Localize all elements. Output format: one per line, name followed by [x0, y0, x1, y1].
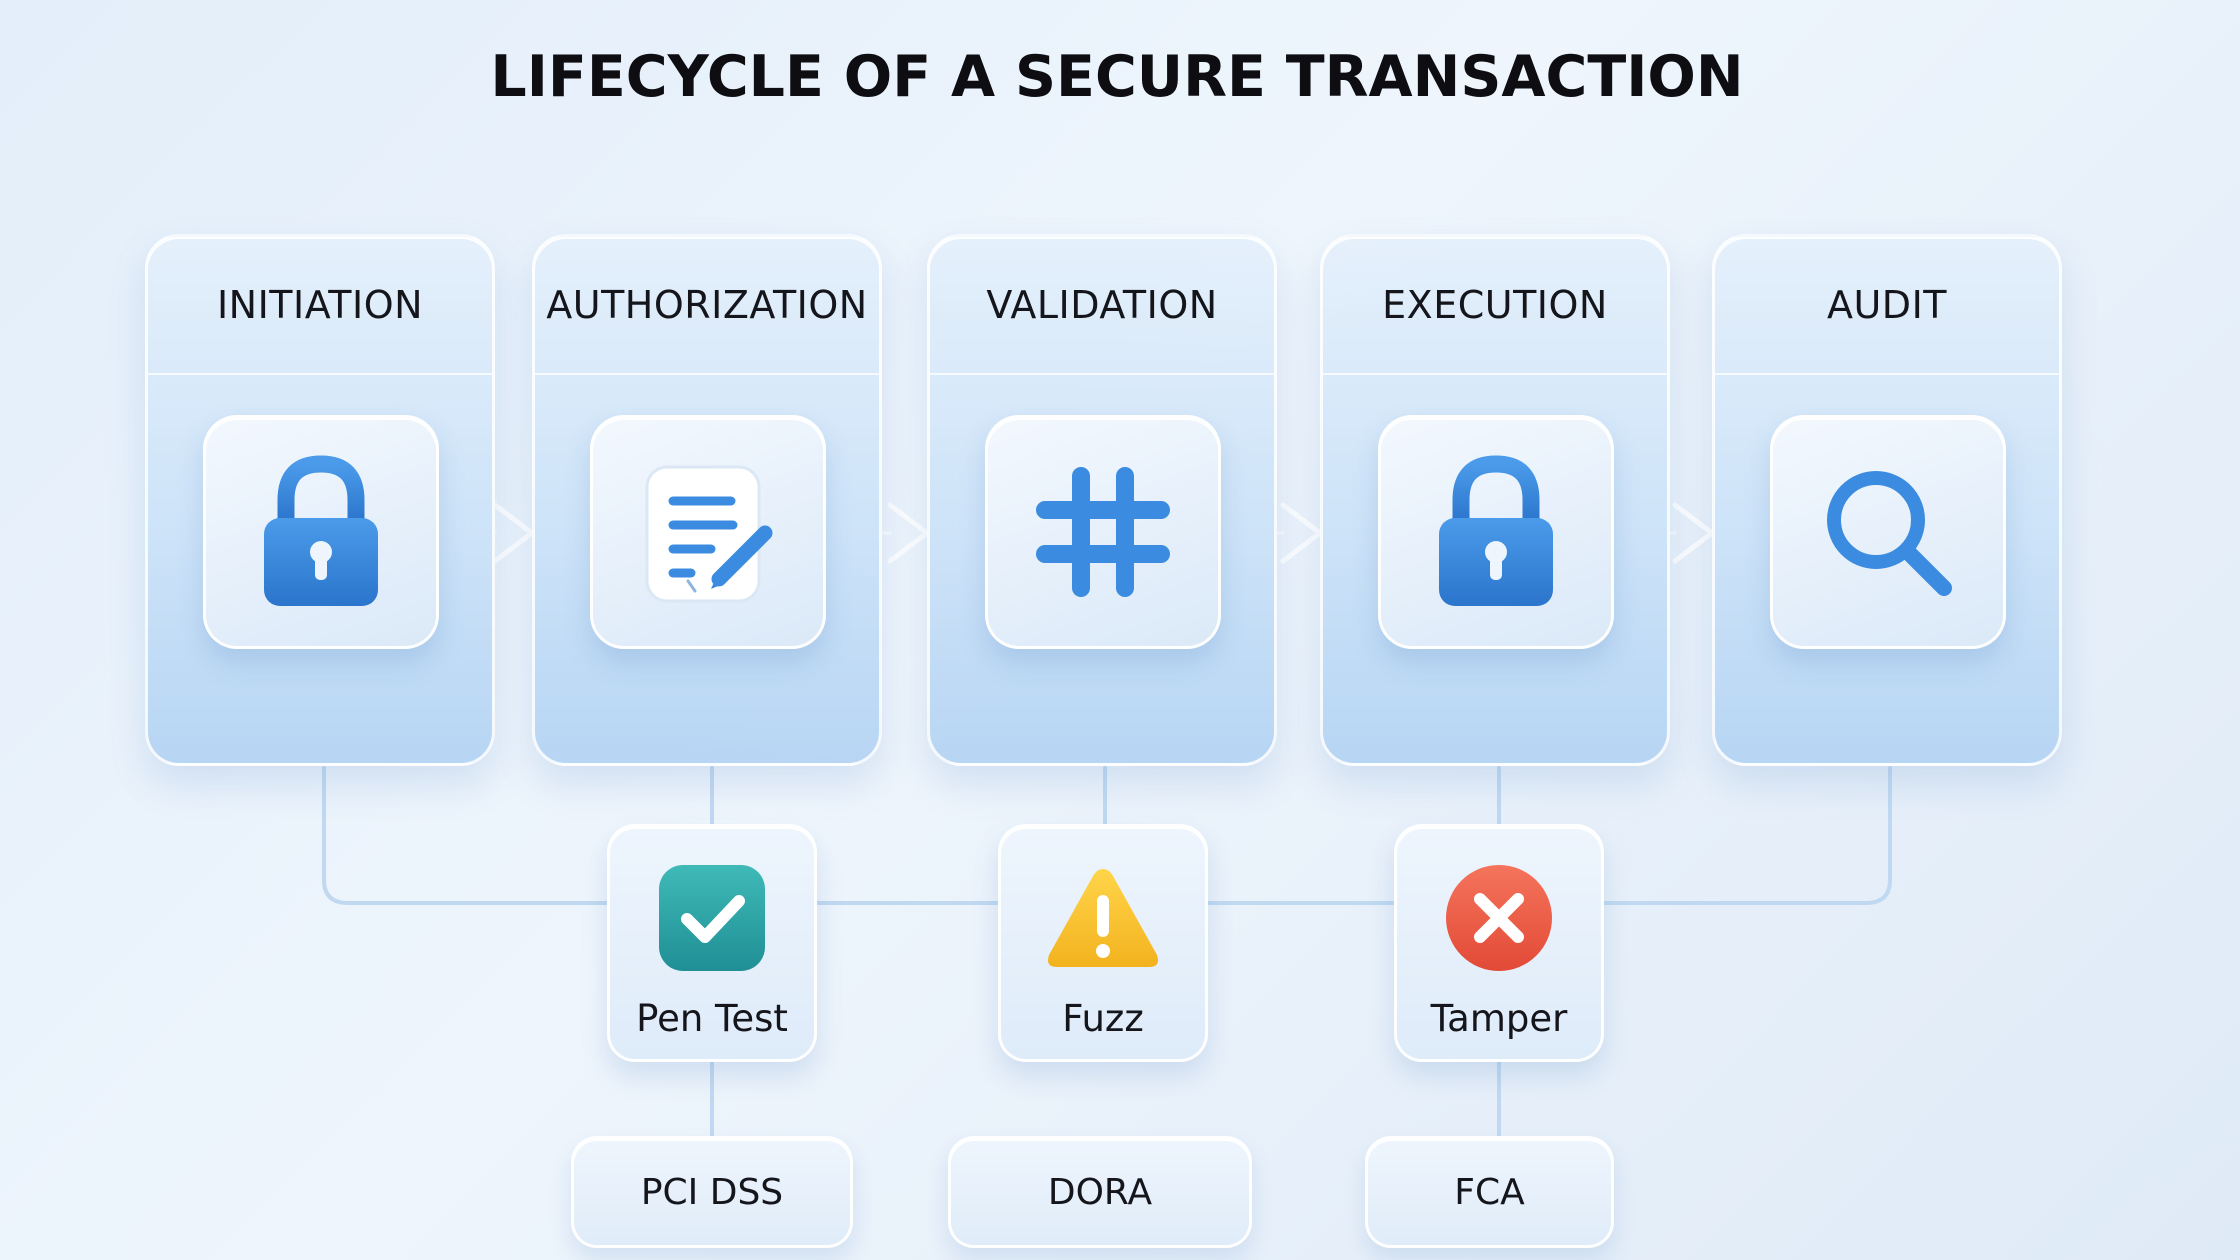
hash-icon	[1036, 467, 1170, 597]
stage-header: EXECUTION	[1323, 237, 1667, 375]
arrow-validation-to-execution	[1280, 502, 1323, 564]
stage-icon-tile	[590, 415, 826, 649]
lock-icon	[264, 455, 378, 606]
test-label: Pen Test	[636, 997, 788, 1040]
magnifier-icon	[1827, 471, 1952, 596]
stage-header: AUTHORIZATION	[535, 237, 879, 375]
arrow-authorization-to-validation	[887, 502, 930, 564]
stage-initiation: INITIATION	[145, 234, 495, 766]
lock-icon	[1439, 455, 1553, 606]
stage-icon-tile	[1378, 415, 1614, 649]
diagram-title: LIFECYCLE OF A SECURE TRANSACTION	[490, 44, 1744, 110]
document-edit-icon	[645, 465, 773, 603]
regulation-fca: FCA	[1365, 1136, 1614, 1248]
warning-triangle-icon	[1048, 869, 1158, 967]
stage-icon-tile	[985, 415, 1221, 649]
test-card-fuzz: Fuzz	[998, 824, 1208, 1062]
regulation-dora: DORA	[948, 1136, 1252, 1248]
error-x-icon	[1446, 865, 1552, 971]
stage-icon-tile	[1770, 415, 2006, 649]
test-card-pen-test: Pen Test	[607, 824, 817, 1062]
stage-label: EXECUTION	[1382, 283, 1608, 327]
stage-audit: AUDIT	[1712, 234, 2062, 766]
stage-label: VALIDATION	[986, 283, 1218, 327]
stage-label: AUDIT	[1827, 283, 1947, 327]
stage-validation: VALIDATION	[927, 234, 1277, 766]
test-label: Fuzz	[1062, 997, 1144, 1040]
test-card-tamper: Tamper	[1394, 824, 1604, 1062]
stage-header: INITIATION	[148, 237, 492, 375]
stage-execution: EXECUTION	[1320, 234, 1670, 766]
stage-header: VALIDATION	[930, 237, 1274, 375]
regulation-pci-dss: PCI DSS	[571, 1136, 853, 1248]
stage-label: AUTHORIZATION	[546, 283, 868, 327]
stage-authorization: AUTHORIZATION	[532, 234, 882, 766]
stage-header: AUDIT	[1715, 237, 2059, 375]
arrow-execution-to-audit	[1672, 502, 1715, 564]
stage-label: INITIATION	[216, 283, 424, 327]
arrow-initiation-to-authorization	[492, 502, 535, 564]
check-badge-icon	[659, 865, 765, 971]
test-label: Tamper	[1430, 997, 1568, 1040]
stage-icon-tile	[203, 415, 439, 649]
